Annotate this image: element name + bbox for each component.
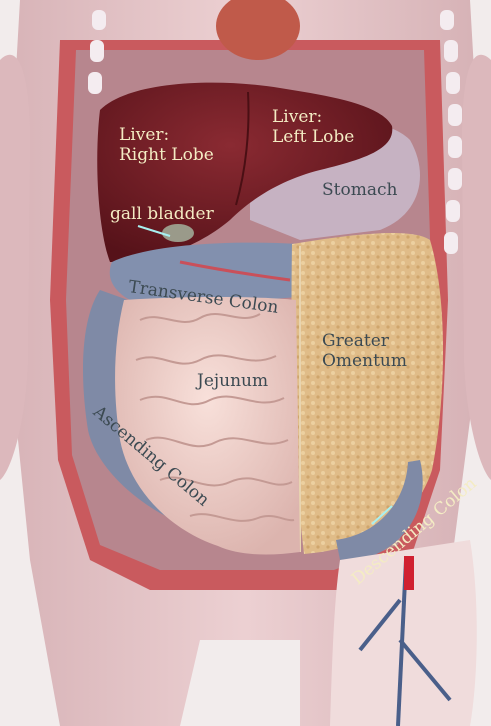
label-liver-left-lobe: Liver: Left Lobe [272,107,354,147]
label-greater-omentum: Greater Omentum [322,331,407,371]
label-gall-bladder: gall bladder [110,204,214,224]
label-greater-omentum-line2: Omentum [322,351,407,371]
artery-red [404,556,414,590]
label-liver-left-line2: Left Lobe [272,127,354,147]
label-liver-right-line2: Right Lobe [119,145,214,165]
gall-bladder-organ [162,224,194,242]
label-stomach: Stomach [322,180,397,200]
label-greater-omentum-line1: Greater [322,331,407,351]
label-jejunum: Jejunum [197,371,268,391]
label-liver-right-lobe: Liver: Right Lobe [119,125,214,165]
label-liver-left-line1: Liver: [272,107,354,127]
label-liver-right-line1: Liver: [119,125,214,145]
